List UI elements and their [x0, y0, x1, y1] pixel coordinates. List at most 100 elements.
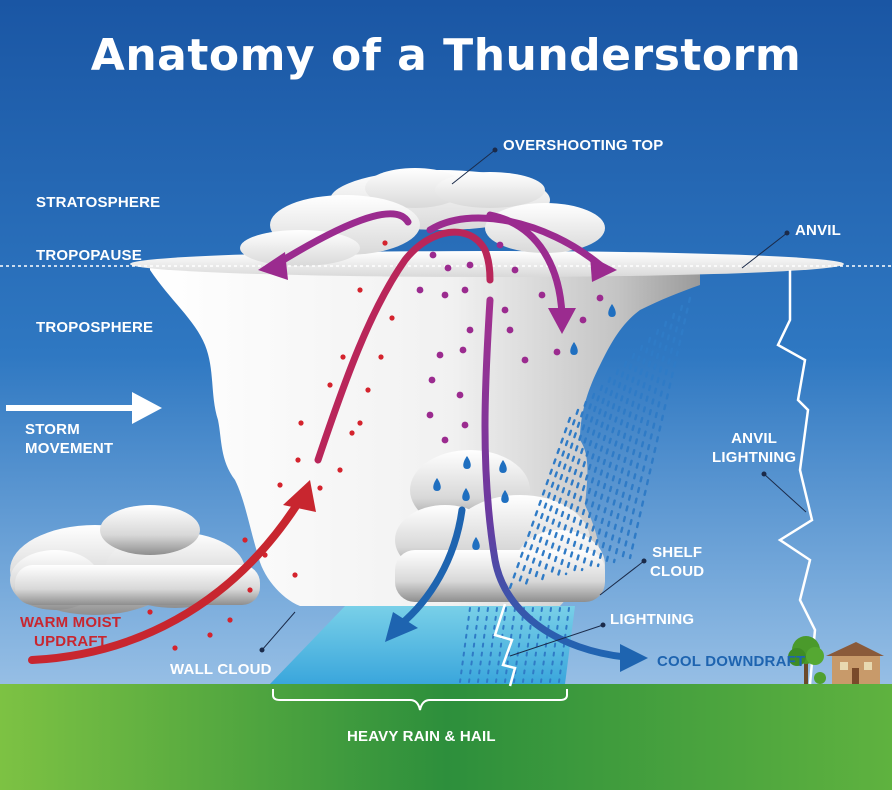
drop-icon	[570, 342, 578, 355]
ice-dot	[461, 286, 469, 294]
moisture-dot	[327, 382, 333, 388]
moisture-dot	[227, 617, 233, 623]
ice-dot	[466, 326, 474, 334]
ice-dot	[538, 291, 546, 299]
label-lightning: LIGHTNING	[610, 611, 695, 628]
ice-dot	[441, 436, 449, 444]
ice-dot	[444, 264, 452, 272]
rain-streak	[548, 376, 612, 580]
ice-dot	[461, 421, 469, 429]
rain-streak	[558, 607, 570, 683]
label-anvil-lightning-line1: ANVIL	[731, 430, 778, 447]
rain-streak	[612, 312, 676, 564]
rain-streak	[516, 408, 580, 588]
label-stratosphere: STRATOSPHERE	[36, 194, 161, 211]
moisture-dot	[298, 420, 304, 426]
rain-streak	[596, 328, 660, 568]
rain-streak	[531, 607, 543, 683]
ice-dot	[496, 241, 504, 249]
ice-dot	[426, 411, 434, 419]
rain-streak	[540, 607, 552, 683]
moisture-dot	[382, 240, 388, 246]
rain-streak	[572, 352, 636, 574]
ice-dot	[416, 286, 424, 294]
rain-brace	[272, 689, 568, 711]
rain-streak	[588, 336, 652, 570]
ground	[0, 684, 892, 790]
ice-dot	[429, 251, 437, 259]
rain-streak	[495, 607, 507, 683]
label-anvil-lightning: ANVIL LIGHTNING	[712, 429, 796, 467]
rain-streak	[556, 368, 620, 578]
ice-dot	[501, 306, 509, 314]
ice-dot	[506, 326, 514, 334]
moisture-dot	[247, 587, 253, 593]
label-storm-movement-line1: STORM	[25, 421, 80, 438]
drop-icon	[462, 488, 470, 501]
moisture-dot	[349, 430, 355, 436]
ice-dot	[596, 294, 604, 302]
rain-drops	[433, 304, 616, 550]
moisture-dot	[378, 354, 384, 360]
label-overshooting-top: OVERSHOOTING TOP	[503, 137, 664, 154]
label-warm-moist-updraft-line1: WARM MOIST	[20, 614, 122, 631]
drop-icon	[608, 304, 616, 317]
label-shelf-cloud-line2: CLOUD	[650, 563, 705, 580]
rain-streak	[486, 607, 498, 683]
drop-icon	[433, 478, 441, 491]
ice-dot	[521, 356, 529, 364]
rain-streak	[549, 607, 561, 683]
circulation-left-arrow	[271, 210, 412, 269]
tree	[788, 636, 826, 684]
rain-streak	[459, 607, 471, 683]
moisture-dot	[277, 482, 283, 488]
moisture-dot	[292, 572, 298, 578]
anvil-lightning-bolt	[776, 270, 817, 685]
moisture-dot	[147, 609, 153, 615]
moisture-dot	[242, 537, 248, 543]
rain-streak	[540, 384, 604, 582]
overshooting-top-cloud	[240, 168, 605, 266]
storm-movement-arrowhead	[132, 392, 162, 424]
ice-dot	[459, 346, 467, 354]
label-wall-cloud: WALL CLOUD	[170, 661, 272, 678]
circulation-left-arrowhead	[258, 252, 288, 280]
ice-dot	[466, 261, 474, 269]
rain-streak	[468, 607, 480, 683]
updraft-arrow	[28, 496, 304, 664]
circulation-right-arrowhead	[590, 256, 617, 282]
drop-icon	[501, 490, 509, 503]
moisture-dot	[295, 457, 301, 463]
inner-updraft-arrow	[314, 228, 494, 464]
page-title: Anatomy of a Thunderstorm	[90, 30, 802, 81]
shelf-downdraft-arrowhead	[385, 612, 418, 642]
moisture-dot	[357, 420, 363, 426]
label-tropopause: TROPOPAUSE	[36, 247, 142, 264]
rain-streak	[477, 607, 489, 683]
ice-particle-dots	[416, 241, 604, 444]
moisture-dot	[317, 485, 323, 491]
rain-streak	[508, 416, 572, 590]
moisture-dot	[340, 354, 346, 360]
ice-dot	[553, 348, 561, 356]
label-heavy-rain-hail: HEAVY RAIN & HAIL	[347, 728, 496, 745]
leader-lines	[259, 147, 807, 657]
moisture-dot	[337, 467, 343, 473]
ice-dot	[511, 266, 519, 274]
ice-dot	[579, 316, 587, 324]
moisture-dot	[172, 645, 178, 651]
label-shelf-cloud: SHELF CLOUD	[650, 543, 704, 581]
ice-dot	[456, 391, 464, 399]
house	[826, 642, 884, 684]
label-warm-moist-updraft-line2: UPDRAFT	[34, 633, 108, 650]
updraft-arrowhead	[283, 480, 316, 512]
lightning-bolt	[493, 603, 517, 687]
moisture-dot	[365, 387, 371, 393]
cool-downdraft-arrowhead	[620, 644, 648, 672]
updraft-moisture-dots	[147, 240, 395, 651]
label-anvil-lightning-line2: LIGHTNING	[712, 449, 797, 466]
label-cool-downdraft: COOL DOWNDRAFT	[657, 653, 806, 670]
shelf-downdraft-arrow	[396, 506, 466, 629]
label-storm-movement: STORM MOVEMENT	[25, 420, 113, 458]
